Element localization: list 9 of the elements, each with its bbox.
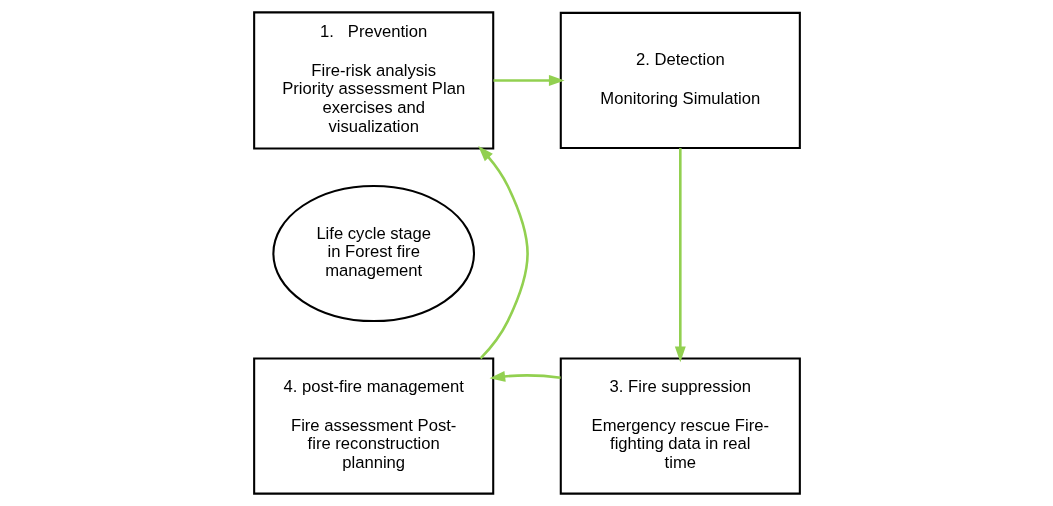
arrow <box>674 148 686 363</box>
node-box: 4. post-fire management Fire assessment Post-fire reconstruction planning <box>252 357 494 495</box>
arrow <box>492 75 565 86</box>
node-box: 3. Fire suppression Emergency rescue Fire-fighting data in real time <box>559 357 801 495</box>
node-ellipse: Life cycle stage in Forest fire management <box>271 184 475 323</box>
arrow <box>489 370 561 382</box>
arrow <box>477 145 529 360</box>
node-box: 1. Prevention Fire-risk analysis Priority assessment Plan exercises and visualization <box>252 11 494 150</box>
node-box: 2. Detection Monitoring Simulation <box>559 11 801 150</box>
